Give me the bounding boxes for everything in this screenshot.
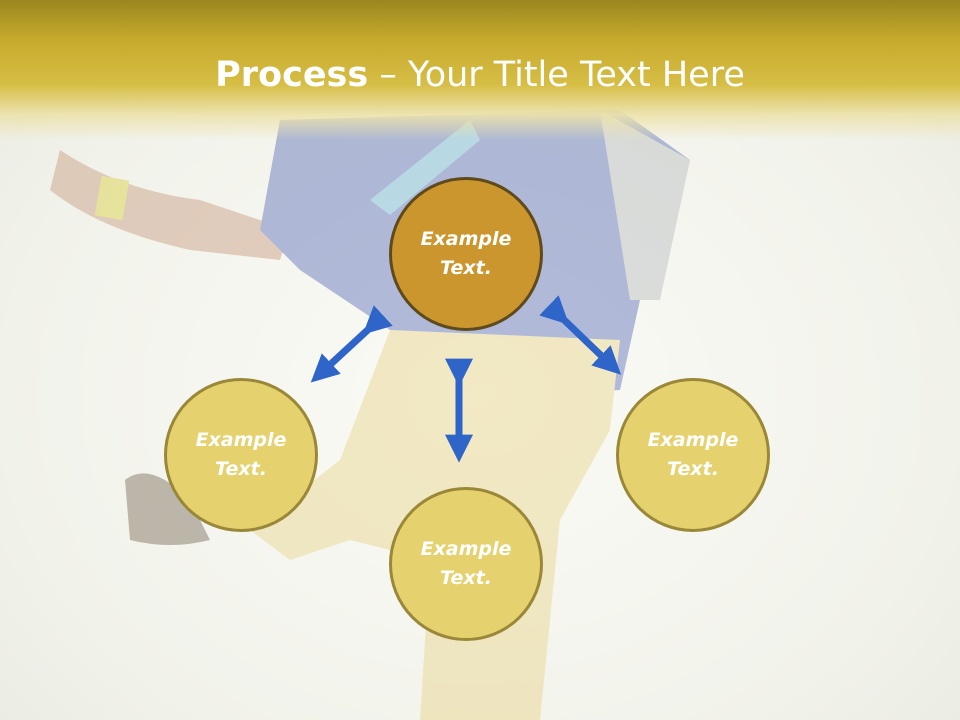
title-bold: Process (215, 55, 369, 95)
center-node: Example Text. (389, 177, 543, 331)
bottom-node-label: Example Text. (420, 538, 512, 589)
header-band (0, 0, 960, 140)
right-node-label: Example Text. (647, 429, 739, 480)
bottom-node: Example Text. (389, 487, 543, 641)
right-node: Example Text. (616, 378, 770, 532)
left-node: Example Text. (164, 378, 318, 532)
slide-title: Process – Your Title Text Here (0, 52, 960, 98)
title-rest: – Your Title Text Here (368, 55, 745, 95)
center-node-label: Example Text. (420, 228, 512, 279)
left-node-label: Example Text. (195, 429, 287, 480)
